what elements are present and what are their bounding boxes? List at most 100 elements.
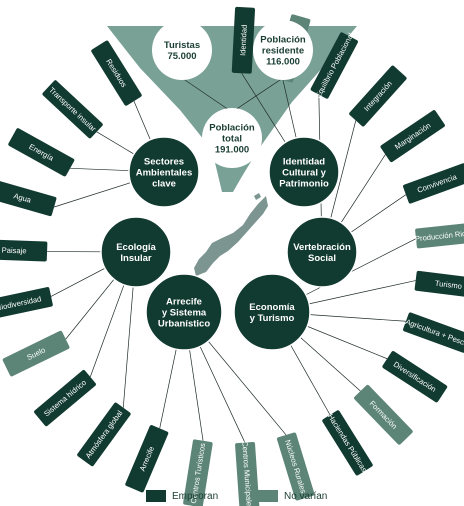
ring-item-box — [42, 80, 103, 139]
ring-item-box — [77, 402, 131, 467]
info-line: Población — [209, 123, 255, 134]
legend-empeoran: Empeoran — [146, 489, 218, 503]
ring-item-box — [276, 432, 315, 501]
ring-item-atmosfera-global: Atmósfera global — [77, 402, 131, 467]
island-shape — [194, 193, 268, 276]
hub-circle — [268, 136, 340, 208]
ring-item-box — [0, 239, 48, 262]
ring-item-box — [34, 370, 96, 427]
legend-swatch-no-varian — [258, 490, 278, 502]
ring-item-centros-municipales: Centros Municipales — [235, 441, 260, 506]
ring-item-agricultura-pesca: Agricultura + Pesca — [403, 312, 464, 353]
ring-item-label: Centros Municipales — [240, 441, 254, 506]
hub-label-line: Ecología — [116, 242, 156, 253]
legend-no-varian: No varían — [258, 489, 327, 503]
ring-item-marginacion: Marginación — [380, 110, 445, 163]
info-line: Población — [260, 35, 306, 46]
ring-item-label: Identidad — [238, 24, 249, 56]
hub-label-line: Identidad — [283, 157, 325, 168]
info-circle — [202, 108, 262, 168]
ring-item-label: Turismo — [434, 279, 462, 291]
ring-item-haciendas-publicas: Haciendas Públicas — [322, 410, 373, 476]
ring-item-integracion: Integración — [349, 65, 407, 127]
ring-item-label: Sistema hídrico — [42, 378, 88, 419]
ring-item-formacion: Formación — [354, 384, 413, 445]
ring-item-box — [231, 6, 256, 74]
ring-item-box — [2, 330, 70, 377]
ring-item-box — [415, 222, 464, 249]
lanzarote-island — [194, 193, 268, 276]
ring-item-agua: Agua — [0, 179, 57, 217]
hub-label-line: Insular — [120, 253, 151, 264]
ring-item-box — [322, 410, 373, 476]
ring-item-box — [125, 425, 169, 493]
hub-label-line: Ambientales — [136, 168, 193, 179]
ring-item-box — [414, 270, 464, 299]
hub-label-line: Economía — [249, 302, 295, 313]
ring-item-box — [382, 351, 448, 403]
info-circle — [253, 20, 313, 80]
hub-label-line: Urbanístico — [158, 319, 210, 330]
hub-label-line: Arrecife — [166, 297, 202, 308]
ring-item-residuos: Residuos — [91, 40, 142, 106]
ring-item-box — [354, 384, 413, 445]
hub-label-line: Sectores — [144, 157, 184, 168]
hub-label-line: clave — [152, 179, 176, 190]
ring-item-arrecife: Arrecife — [125, 425, 169, 493]
ring-item-convivencia: Convivencia — [403, 163, 464, 204]
info-connector — [231, 77, 284, 113]
info-line: Turistas — [164, 40, 200, 51]
ring-item-energia: Energía — [8, 128, 75, 177]
legend-label-empeoran: Empeoran — [172, 490, 219, 502]
hub-circle — [145, 273, 223, 351]
hub-label-line: Cultural y — [282, 168, 327, 179]
ring-item-identidad: Identidad — [231, 6, 256, 74]
info-line: total — [222, 134, 242, 145]
ring-item-label: Paisaje — [1, 246, 26, 256]
hub-label-line: Vertebración — [293, 242, 351, 253]
ring-item-box — [235, 442, 260, 506]
ring-item-box — [183, 439, 213, 506]
ring-item-sistema-hidrico: Sistema hídrico — [34, 370, 96, 427]
info-line: 75.000 — [167, 51, 196, 62]
info-connector — [181, 77, 233, 113]
hub-circle — [286, 216, 358, 288]
info-circle — [152, 20, 212, 80]
hub-circle — [100, 216, 172, 288]
ring-item-box — [91, 40, 142, 106]
ring-item-box — [8, 128, 75, 177]
ring-item-label: Transporte insular — [47, 85, 98, 133]
ring-item-turismo: Turismo — [414, 270, 464, 299]
legend-swatch-empeoran — [146, 490, 166, 502]
ring-item-centros-turisticos: Centros Turísticos — [183, 439, 213, 506]
hub-label-line: Social — [308, 253, 336, 264]
info-line: 191.000 — [215, 145, 249, 156]
ring-item-transporte-insular: Transporte insular — [42, 80, 103, 139]
ring-item-box — [310, 32, 358, 99]
ring-item-box — [403, 312, 464, 353]
legend-label-no-varian: No varían — [284, 490, 328, 502]
ring-item-box — [380, 110, 445, 163]
hub-circle — [233, 273, 311, 351]
ring-item-paisaje: Paisaje — [0, 239, 48, 262]
ring-item-suelo: Suelo — [2, 330, 70, 377]
hub-label-line: Patrimonio — [279, 179, 329, 190]
info-line: 116.000 — [266, 57, 300, 68]
ring-item-produccion-riqueza: Producción Riqueza — [415, 222, 464, 249]
ring-item-label: Haciendas Públicas — [326, 412, 369, 474]
hub-circle — [128, 136, 200, 208]
ring-item-box — [403, 163, 464, 204]
ring-item-diversificacion: Diversificación — [382, 351, 448, 403]
population-info: Turistas75.000Poblaciónresidente116.000P… — [152, 20, 313, 168]
hub-label-line: y Sistema — [162, 308, 207, 319]
